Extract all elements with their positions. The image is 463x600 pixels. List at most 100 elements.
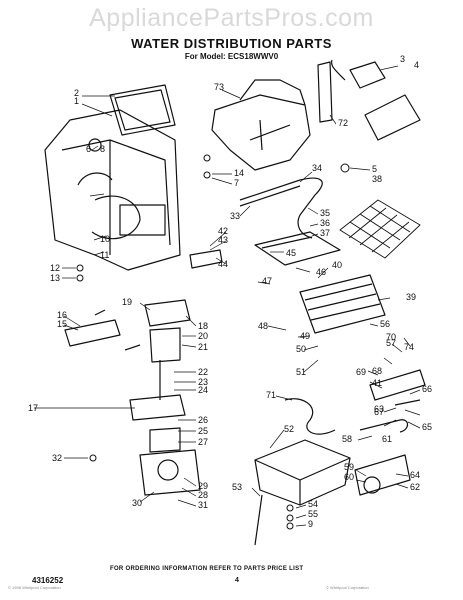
ice-tray <box>254 231 341 266</box>
callout-19: 19 <box>122 297 132 307</box>
callout-1: 1 <box>74 96 79 106</box>
callout-64: 64 <box>410 470 420 480</box>
callout-30: 30 <box>132 498 142 508</box>
callout-31: 31 <box>198 500 208 510</box>
page-number: 4 <box>235 577 239 584</box>
callout-11: 11 <box>100 250 109 260</box>
callout-27: 27 <box>198 437 208 447</box>
callout-70: 70 <box>386 332 396 342</box>
callout-32: 32 <box>52 453 62 463</box>
document-number: 4316252 <box>32 576 64 585</box>
fasteners <box>76 154 350 530</box>
leader-lines <box>34 65 421 527</box>
callout-12: 12 <box>50 263 60 273</box>
ice-mold <box>299 274 386 334</box>
callout-55: 55 <box>308 509 318 519</box>
callout-59: 59 <box>344 462 354 472</box>
callout-3: 3 <box>400 54 405 64</box>
callout-21: 21 <box>198 342 208 352</box>
ordering-note: FOR ORDERING INFORMATION REFER TO PARTS … <box>110 566 304 572</box>
model-number: For Model: ECS18WWV0 <box>184 52 279 61</box>
callout-49: 49 <box>300 331 310 341</box>
callout-44: 44 <box>218 259 228 269</box>
callout-35: 35 <box>320 208 330 218</box>
callout-36: 36 <box>320 218 330 228</box>
water-tube <box>239 177 323 239</box>
callout-65: 65 <box>422 422 432 432</box>
watermark: AppliancePartsPros.com <box>89 4 374 32</box>
callout-26: 26 <box>198 415 208 425</box>
callout-28: 28 <box>198 490 208 500</box>
callout-29: 29 <box>198 481 208 491</box>
callout-15: 15 <box>57 319 67 329</box>
callout-17: 17 <box>28 403 38 413</box>
callout-14: 14 <box>234 168 244 178</box>
solenoid-valve-assembly <box>124 299 201 496</box>
callout-16: 16 <box>57 310 67 320</box>
callout-20: 20 <box>198 331 208 341</box>
callout-2: 2 <box>74 88 79 98</box>
callout-9: 9 <box>308 519 313 529</box>
callout-56: 56 <box>380 319 390 329</box>
callout-13: 13 <box>50 273 60 283</box>
callout-73: 73 <box>214 82 224 92</box>
callout-24: 24 <box>198 385 208 395</box>
copyright: © Whirlpool Corporation <box>326 585 369 590</box>
callout-51: 51 <box>296 367 306 377</box>
callout-34: 34 <box>312 163 322 173</box>
callout-67: 67 <box>374 407 384 417</box>
callout-68: 68 <box>372 366 382 376</box>
page-title: WATER DISTRIBUTION PARTS <box>131 36 332 51</box>
callout-53: 53 <box>232 482 242 492</box>
callout-41: 41 <box>372 378 382 388</box>
callout-58: 58 <box>342 434 352 444</box>
callout-23: 23 <box>198 377 208 387</box>
corner-mark: © 1998 Whirlpool Corporation <box>8 585 61 590</box>
callout-61: 61 <box>382 434 392 444</box>
callout-40: 40 <box>332 260 342 270</box>
callout-62: 62 <box>410 482 420 492</box>
drip-tray <box>254 439 351 546</box>
callout-74: 74 <box>404 342 414 352</box>
wire-harness <box>284 398 336 435</box>
callout-33: 33 <box>230 211 240 221</box>
callout-6: 6 <box>86 144 91 154</box>
callout-labels: 1234567891011121314151617181920212223242… <box>28 54 432 529</box>
water-valve <box>354 419 411 496</box>
ice-chute <box>211 79 311 171</box>
shelf-grid <box>339 199 421 259</box>
thermostat-assembly <box>369 369 426 406</box>
callout-10: 10 <box>100 234 110 244</box>
callout-37: 37 <box>320 228 330 238</box>
callout-42: 42 <box>218 226 228 236</box>
switch-assembly <box>317 59 386 123</box>
callout-22: 22 <box>198 367 208 377</box>
callout-57: 57 <box>386 338 396 348</box>
callout-46: 46 <box>316 267 326 277</box>
callout-38: 38 <box>372 174 382 184</box>
callout-71: 71 <box>266 390 276 400</box>
callout-60: 60 <box>344 472 354 482</box>
callout-18: 18 <box>198 321 208 331</box>
gasket-frame <box>109 84 176 136</box>
callout-8: 8 <box>100 144 105 154</box>
callout-25: 25 <box>198 426 208 436</box>
callout-43: 43 <box>218 235 228 245</box>
callout-5: 5 <box>372 164 377 174</box>
callout-66: 66 <box>422 384 432 394</box>
callout-48: 48 <box>258 321 268 331</box>
callout-39: 39 <box>406 292 416 302</box>
callout-52: 52 <box>284 424 294 434</box>
callout-50: 50 <box>296 344 306 354</box>
callout-69: 69 <box>356 367 366 377</box>
callout-47: 47 <box>262 276 272 286</box>
cover-plate <box>364 94 421 141</box>
callout-45: 45 <box>286 248 296 258</box>
callout-7: 7 <box>234 178 239 188</box>
fill-bracket <box>64 309 121 347</box>
callout-54: 54 <box>308 499 318 509</box>
callout-4: 4 <box>414 60 419 70</box>
callout-72: 72 <box>338 118 348 128</box>
